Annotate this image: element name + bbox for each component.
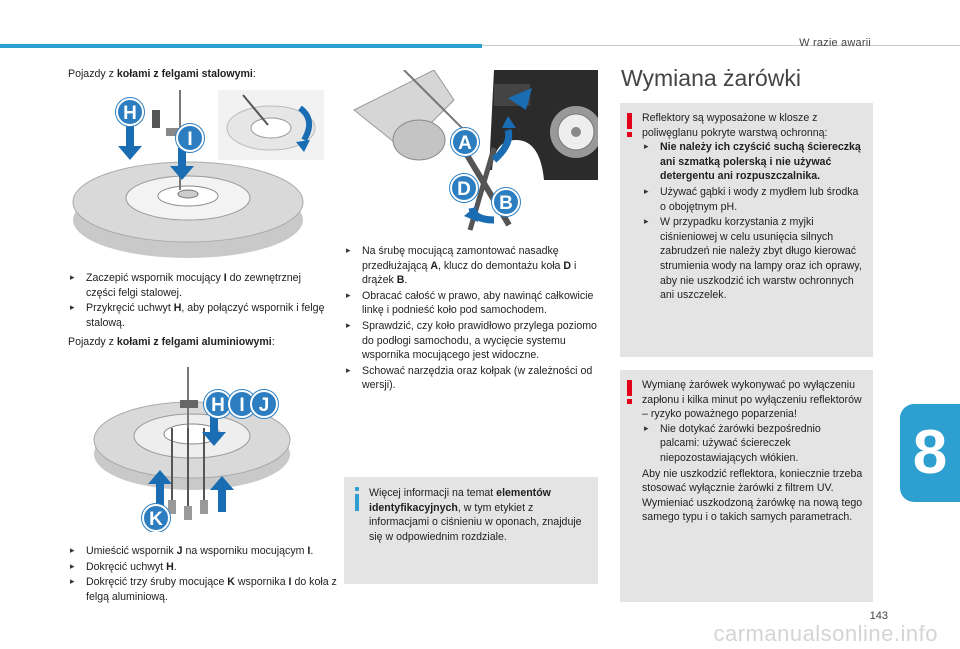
info-icon <box>353 487 361 511</box>
list-item: Nie należy ich czyścić suchą ściereczką … <box>642 140 863 184</box>
callout-h-steel: H <box>116 98 144 126</box>
list-item: Umieścić wspornik J na wsporniku mocując… <box>68 544 338 559</box>
callout-d: D <box>450 174 478 202</box>
list-item: Zaczepić wspornik mocujący I do zewnętrz… <box>68 271 330 300</box>
warning-intro: Reflektory są wyposażone w klosze z poli… <box>642 112 828 139</box>
header-accent-bar <box>0 44 482 48</box>
warning-box-headlamp-cleaning: Reflektory są wyposażone w klosze z poli… <box>620 103 873 357</box>
callout-k-alu: K <box>142 504 170 532</box>
warning-paragraph: Aby nie uszkodzić reflektora, koniecznie… <box>642 467 863 495</box>
info-box: Więcej informacji na temat elementów ide… <box>344 477 598 584</box>
list-item: Schować narzędzia oraz kołpak (w zależno… <box>344 364 602 393</box>
warning-intro: Wymianę żarówek wykonywać po wyłączeniu … <box>642 379 862 421</box>
alu-steps-list: Umieścić wspornik J na wsporniku mocując… <box>68 544 338 605</box>
list-item: Używać gąbki i wody z mydłem lub środka … <box>642 185 863 214</box>
spare-wheel-steel-drawing <box>72 90 324 258</box>
warning-icon <box>627 380 633 404</box>
winch-steps-list: Na śrubę mocującą zamontować nasadkę prz… <box>344 244 602 394</box>
under-car-winch-drawing <box>353 70 598 231</box>
section-heading: Wymiana żarówki <box>621 65 802 91</box>
callout-j-alu: J <box>250 390 278 418</box>
steel-steps-list: Zaczepić wspornik mocujący I do zewnętrz… <box>68 271 330 331</box>
warning-box-bulb-replacement: Wymianę żarówek wykonywać po wyłączeniu … <box>620 370 873 602</box>
section-title: W razie awarii <box>799 37 871 49</box>
callout-a: A <box>451 128 479 156</box>
list-item: Na śrubę mocującą zamontować nasadkę prz… <box>344 244 602 288</box>
steel-wheels-heading: Pojazdy z kołami z felgami stalowymi: <box>68 68 256 80</box>
list-item: Dokręcić uchwyt H. <box>68 560 338 575</box>
warning-list: Nie należy ich czyścić suchą ściereczką … <box>642 140 863 303</box>
winch-tool-illustration: A D B <box>344 70 598 235</box>
list-item: Sprawdzić, czy koło prawidłowo przylega … <box>344 319 602 363</box>
warning-paragraph: Wymieniać uszkodzoną żarówkę na nową teg… <box>642 496 863 524</box>
list-item: Nie dotykać żarówki bezpośrednio palcami… <box>642 422 863 466</box>
chapter-tab: 8 <box>900 404 960 502</box>
steel-wheel-illustration: H I <box>68 90 326 260</box>
list-item: W przypadku korzystania z myjki ciśnieni… <box>642 215 863 303</box>
callout-b: B <box>492 188 520 216</box>
warning-icon <box>627 113 633 137</box>
header-divider <box>482 45 960 46</box>
alu-wheel-illustration: H I J K <box>92 362 302 532</box>
list-item: Przykręcić uchwyt H, aby połączyć wsporn… <box>68 301 330 330</box>
spare-wheel-alu-drawing <box>93 367 291 520</box>
list-item: Dokręcić trzy śruby mocujące K wspornika… <box>68 575 338 604</box>
warning-list: Nie dotykać żarówki bezpośrednio palcami… <box>642 422 863 466</box>
watermark: carmanualsonline.info <box>713 621 938 646</box>
page-number: 143 <box>869 610 888 622</box>
alu-wheels-heading: Pojazdy z kołami z felgami aluminiowymi: <box>68 336 275 348</box>
list-item: Obracać całość w prawo, aby nawinąć całk… <box>344 289 602 318</box>
callout-i-steel: I <box>176 124 204 152</box>
